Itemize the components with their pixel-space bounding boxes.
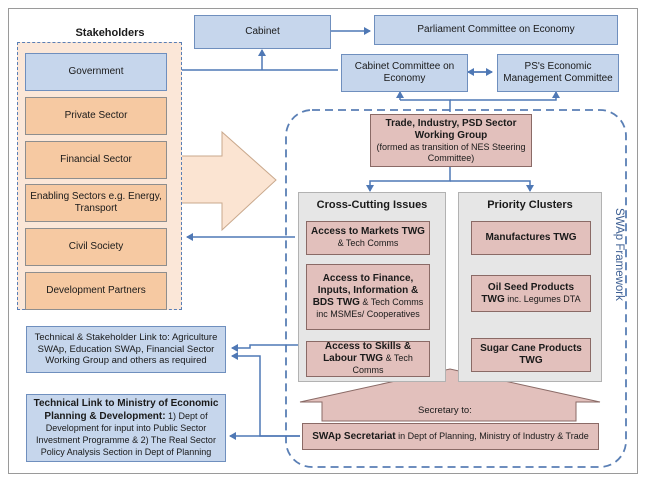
access-markets-rest: & Tech Comms [337,238,399,248]
parliament-committee-box: Parliament Committee on Economy [374,15,618,45]
technical-link-bold: Technical Link to Ministry of Economic P… [33,398,219,422]
access-skills-rest: & Tech Comms [352,353,413,375]
trade-wg-ps-arrow [450,91,560,101]
sugar-cane-twg-label: Sugar Cane Products TWG [480,343,582,366]
oil-seed-twg: Oil Seed Products TWG inc. Legumes DTA [471,275,591,312]
diagram-frame [8,8,638,474]
access-finance-rest: & Tech Comms inc MSMEs/ Cooperatives [316,297,424,319]
stakeholder-government: Government [25,53,167,91]
cross-cutting-title: Cross-Cutting Issues [316,199,428,211]
secretariat-tech-stakeholder-link [231,352,300,437]
framework-technical-link [231,344,300,352]
secretary-to-label: Secretary to: [418,405,472,416]
stakeholder-civil-society: Civil Society [25,228,167,266]
priority-clusters-title: Priority Clusters [487,199,573,211]
access-skills-twg: Access to Skills & Labour TWG & Tech Com… [306,341,430,377]
technical-link-ministry-box: Technical Link to Ministry of Economic P… [26,394,226,462]
stakeholders-title: Stakeholders [75,27,145,39]
swap-secretariat-bold: SWAp Secretariat [312,430,396,442]
access-finance-bold: Access to Finance, Inputs, Information &… [312,273,419,308]
cabinet-committee-box: Cabinet Committee on Economy [341,54,468,92]
swap-framework-outline [285,109,627,468]
oil-seed-bold: Oil Seed Products TWG [481,281,575,305]
trade-wg-down-link-2 [450,180,534,192]
stakeholder-enabling-sectors: Enabling Sectors e.g. Energy, Transport [25,184,167,222]
manufactures-twg: Manufactures TWG [471,221,591,255]
access-finance-twg: Access to Finance, Inputs, Information &… [306,264,430,330]
ps-committee-box: PS's Economic Management Committee [497,54,619,92]
manufactures-twg-label: Manufactures TWG [485,232,577,243]
swap-secretariat-box: SWAp Secretariat in Dept of Planning, Mi… [302,423,599,450]
technical-link-rest: 1) Dept of Development for input into Pu… [36,410,216,457]
access-markets-twg: Access to Markets TWG & Tech Comms [306,221,430,255]
sugar-cane-twg: Sugar Cane Products TWG [471,338,591,372]
trade-wg-subtitle: (formed as transition of NES Steering Co… [376,141,526,163]
stakeholder-development-partners: Development Partners [25,272,167,310]
trade-working-group-box: Trade, Industry, PSD Sector Working Grou… [370,114,532,167]
stakeholder-private-sector: Private Sector [25,97,167,135]
swap-secretariat-rest: in Dept of Planning, Ministry of Industr… [395,430,589,441]
trade-wg-title: Trade, Industry, PSD Sector Working Grou… [385,117,517,141]
oil-seed-rest: inc. Legumes DTA [504,293,581,304]
cabinet-box: Cabinet [194,15,331,49]
access-markets-bold: Access to Markets TWG [311,226,425,237]
secretary-arrow [299,368,601,422]
access-skills-bold: Access to Skills & Labour TWG [323,341,412,364]
trade-wg-down-link [366,167,451,192]
swap-framework-label: SWAp Framework [613,208,625,301]
technical-stakeholder-link-box: Technical & Stakeholder Link to: Agricul… [26,326,226,373]
stakeholder-financial-sector: Financial Sector [25,141,167,179]
